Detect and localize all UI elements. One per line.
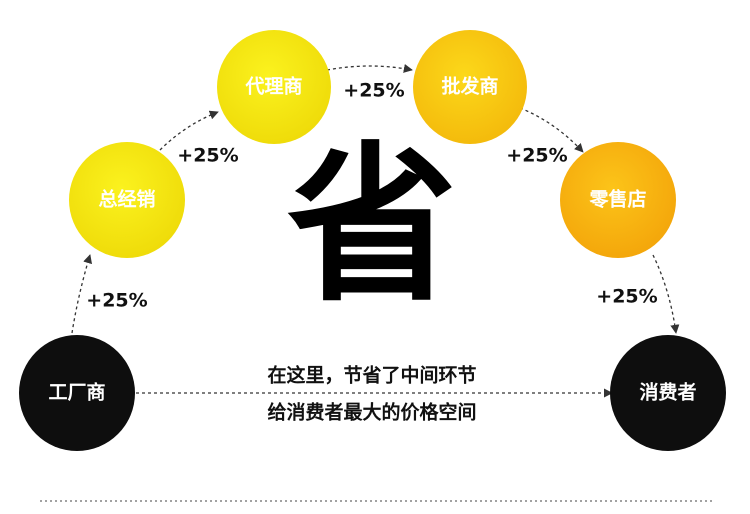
node-retailer: 零售店: [560, 142, 676, 258]
arrow-wholesaler-to-retailer: [519, 107, 584, 153]
node-factory: 工厂商: [19, 335, 135, 451]
node-label: 总经销: [98, 188, 155, 211]
big-character: 省: [287, 127, 457, 325]
arrow-distributor-to-agent: [159, 110, 219, 151]
markup-label: +25%: [506, 145, 567, 167]
arrow-factory-to-distributor: [71, 254, 93, 334]
message-line-1: 在这里，节省了中间环节: [267, 364, 476, 387]
markup-label: +25%: [177, 145, 238, 167]
node-label: 代理商: [244, 75, 302, 98]
node-label: 消费者: [639, 381, 696, 404]
node-agent: 代理商: [217, 30, 331, 144]
node-label: 零售店: [588, 188, 646, 211]
arrow-agent-to-wholesaler: [326, 63, 413, 73]
node-label: 批发商: [441, 75, 498, 98]
node-consumer: 消费者: [610, 335, 726, 451]
node-distributor: 总经销: [69, 142, 185, 258]
markup-label: +25%: [343, 80, 404, 102]
markup-label: +25%: [596, 286, 657, 308]
arrow-retailer-to-consumer: [652, 254, 680, 334]
connectors: [71, 63, 680, 398]
message-line-2: 给消费者最大的价格空间: [267, 401, 476, 424]
markup-label: +25%: [86, 290, 147, 312]
node-wholesaler: 批发商: [413, 30, 527, 144]
node-label: 工厂商: [48, 381, 105, 404]
